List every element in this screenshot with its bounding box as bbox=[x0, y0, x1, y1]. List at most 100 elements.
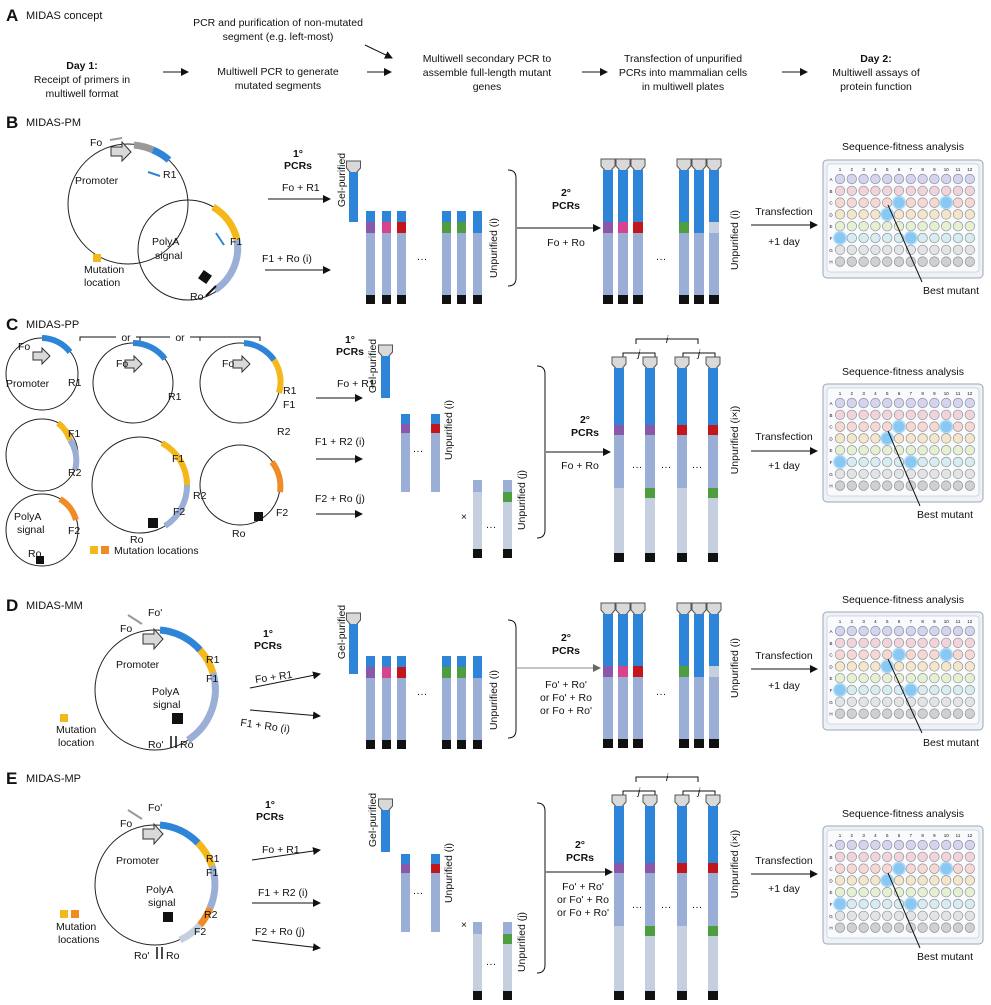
panel-c: C MIDAS-PP Fo Promoter R1 F1 R2 PolyA si… bbox=[5, 315, 984, 567]
b-primary-strip-end-block bbox=[366, 295, 375, 304]
e-secondary-strip-seg bbox=[708, 936, 718, 991]
b-plate-well bbox=[870, 197, 881, 208]
mp-polya-2: signal bbox=[148, 897, 175, 909]
mp-mut-2 bbox=[197, 906, 214, 928]
c-plate-well bbox=[952, 433, 964, 444]
e-primary-strip-j1-seg bbox=[473, 922, 482, 934]
panel-a: A MIDAS concept Day 1: Receipt of primer… bbox=[6, 6, 920, 100]
e-plate-row-label: C bbox=[829, 867, 833, 872]
c-primary-strip-j1-seg bbox=[473, 480, 482, 492]
pp-polya-block-icon-3 bbox=[254, 512, 263, 521]
e-plate-well bbox=[905, 887, 916, 898]
b-plate-well bbox=[858, 209, 869, 220]
c-plate-well bbox=[929, 409, 940, 420]
b-plate-well bbox=[846, 221, 857, 232]
c-primary-strip-j2-seg bbox=[503, 480, 512, 492]
d-plate-well bbox=[905, 673, 916, 684]
e-sec-primers-1: Fo' + Ro' bbox=[562, 881, 604, 893]
e-plate-well bbox=[846, 863, 857, 874]
b-plate-well bbox=[858, 173, 869, 185]
d-plate-well bbox=[917, 696, 928, 707]
e-plate-well bbox=[964, 887, 975, 898]
e-plate-well bbox=[858, 863, 869, 874]
pp-mut-7 bbox=[269, 460, 284, 493]
b-secondary-strip-seg bbox=[694, 170, 704, 222]
e-plate-hit-well bbox=[903, 897, 918, 911]
d-plate-well bbox=[834, 637, 846, 648]
c-primary-strip-j2-end-block bbox=[503, 549, 512, 558]
d-plate-well bbox=[834, 625, 846, 637]
c-plate-well bbox=[834, 397, 846, 409]
b-secondary-strip-seg bbox=[709, 170, 719, 222]
e-plate-well bbox=[858, 922, 869, 933]
d-secondary-strip-seg bbox=[603, 614, 613, 666]
e-ellipsis-2: ··· bbox=[486, 958, 497, 970]
c-plate-well bbox=[952, 456, 964, 468]
panel-e: E MIDAS-MP Fo' Fo Promoter R1 F1 R2 F2 P… bbox=[6, 769, 984, 1000]
c-plate-well bbox=[870, 397, 881, 409]
b-plate-row-label: H bbox=[829, 260, 832, 265]
d-plate-col-label: 4 bbox=[874, 619, 877, 624]
gene-segment-2 bbox=[212, 239, 242, 293]
b-plate-well bbox=[905, 221, 916, 232]
c-secondary-strip-seg bbox=[677, 425, 687, 435]
c-plate-col-label: 8 bbox=[921, 391, 924, 396]
or-label-2: or bbox=[175, 332, 185, 344]
d-plate-well bbox=[941, 696, 952, 707]
c-plate-well bbox=[905, 433, 916, 444]
b-sec-title-1: 2° bbox=[561, 187, 571, 199]
d-plate-well bbox=[870, 637, 881, 648]
d-secondary-strip-seg bbox=[679, 666, 689, 677]
c-plate-well bbox=[929, 480, 940, 491]
e-plate-well bbox=[834, 887, 846, 898]
e-pcr1-title-1: 1° bbox=[265, 799, 275, 811]
d-plate-well bbox=[893, 696, 905, 707]
b-best-mutant: Best mutant bbox=[923, 285, 979, 297]
mp-polya-1: PolyA bbox=[146, 884, 173, 896]
e-plate-well bbox=[929, 875, 940, 886]
d-primary-strip-seg bbox=[397, 667, 406, 678]
d-best-mutant: Best mutant bbox=[923, 737, 979, 749]
d-plate-well bbox=[929, 708, 940, 719]
d-plate-row-label: G bbox=[829, 700, 833, 705]
e-plate-col-label: 12 bbox=[967, 833, 973, 838]
panel-d-title: MIDAS-MM bbox=[26, 600, 83, 612]
e-plate-well bbox=[846, 898, 857, 910]
e-plate-well bbox=[941, 875, 952, 886]
d-plate-well bbox=[952, 673, 964, 684]
c-plate-well bbox=[870, 409, 881, 420]
d-plate-well bbox=[941, 625, 952, 637]
step-top-line1: PCR and purification of non-mutated bbox=[193, 17, 363, 29]
mm-fop-label: Fo' bbox=[148, 607, 162, 619]
e-plate-well bbox=[882, 887, 893, 898]
e-secondary-strip-seg bbox=[614, 873, 624, 926]
e-plate-col-label: 11 bbox=[956, 833, 961, 838]
b-secondary-strip-seg bbox=[618, 233, 628, 295]
d-plate-well bbox=[941, 637, 952, 648]
b-primary-strip-seg bbox=[397, 233, 406, 295]
b-plate-well bbox=[952, 232, 964, 244]
c-primary-strip-i1-seg bbox=[401, 433, 410, 492]
c-i-label: i bbox=[666, 334, 669, 346]
mp-key-yellow bbox=[60, 910, 68, 918]
e-plate-well bbox=[964, 863, 975, 874]
e-plate-col-label: 10 bbox=[944, 833, 950, 838]
c-plate-row-label: H bbox=[829, 484, 832, 489]
b-secondary-strip-seg bbox=[603, 233, 613, 295]
or-bg-1 bbox=[116, 331, 136, 343]
panel-e-label: E bbox=[6, 769, 17, 788]
step4-line1: Transfection of unpurified bbox=[624, 53, 742, 65]
mp-ro-label: Ro bbox=[166, 950, 180, 962]
e-plate-well bbox=[917, 887, 928, 898]
c-plate-well bbox=[917, 409, 928, 420]
pp-mut-2 bbox=[58, 496, 79, 521]
b-plate-well bbox=[941, 185, 952, 196]
d-plate-well bbox=[964, 637, 975, 648]
mm-key-line2: location bbox=[58, 737, 94, 749]
b-primary-strip-seg bbox=[473, 233, 482, 295]
e-plate-well bbox=[929, 898, 940, 910]
d-plate-well bbox=[858, 696, 869, 707]
b-plate-well bbox=[858, 232, 869, 244]
e-plate-hit-well bbox=[833, 897, 847, 911]
d-plate-well bbox=[882, 625, 893, 637]
